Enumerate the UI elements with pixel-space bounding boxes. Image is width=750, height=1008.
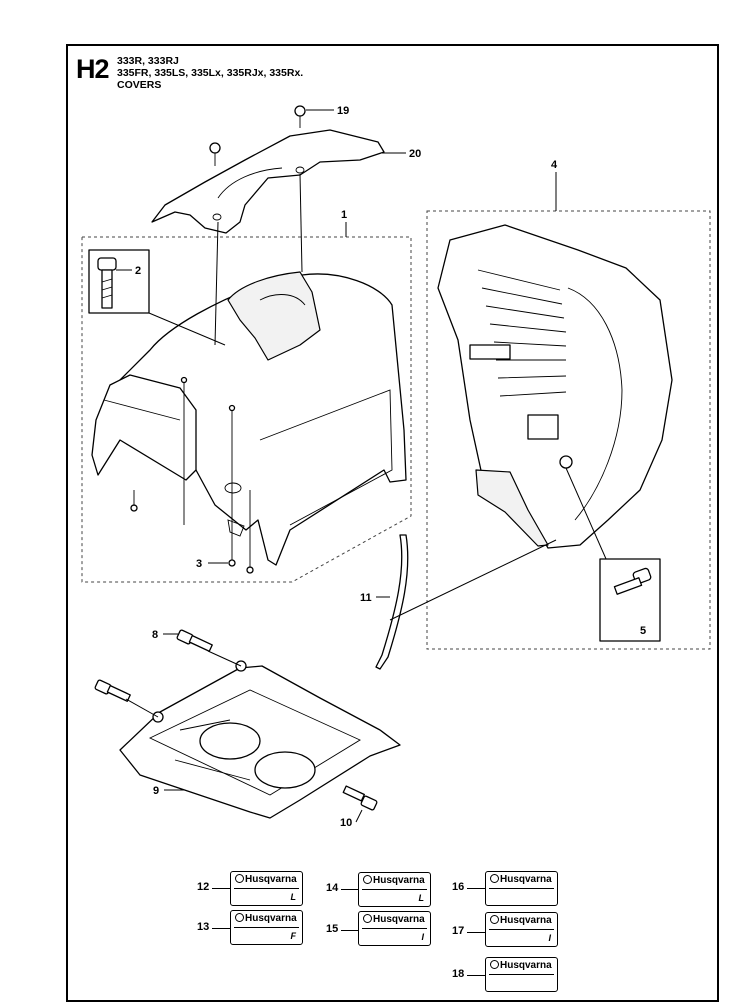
callout-11: 11 — [360, 592, 372, 604]
decal-num-16: 16 — [452, 881, 465, 893]
crown-logo-icon — [235, 913, 244, 922]
part-bolt-2 — [97, 257, 117, 309]
decal-13: Husqvarna F — [230, 910, 303, 945]
part-main-cover — [91, 271, 407, 566]
callout-19: 19 — [337, 105, 349, 117]
part-skid-plate — [119, 660, 401, 819]
decal-14: Husqvarna L — [358, 872, 431, 907]
callout-1: 1 — [341, 209, 347, 221]
detail-box-5 — [599, 558, 661, 642]
callout-8: 8 — [152, 629, 158, 641]
decal-num-14: 14 — [326, 882, 339, 894]
models-line-1: 333R, 333RJ — [117, 55, 179, 67]
callout-20: 20 — [409, 148, 421, 160]
crown-logo-icon — [490, 874, 499, 883]
crown-logo-icon — [363, 914, 372, 923]
page-title: COVERS — [117, 79, 162, 91]
crown-logo-icon — [490, 915, 499, 924]
diagram-frame — [66, 44, 719, 1002]
callout-5: 5 — [640, 625, 646, 637]
part-strip-11 — [375, 534, 409, 670]
decal-15: Husqvarna I — [358, 911, 431, 946]
part-screw-19 — [209, 105, 306, 166]
decal-18: Husqvarna — [485, 957, 558, 992]
part-top-guard — [151, 129, 385, 234]
section-code: H2 — [76, 54, 110, 84]
crown-logo-icon — [235, 874, 244, 883]
callout-9: 9 — [153, 785, 159, 797]
callout-4: 4 — [551, 159, 558, 171]
decal-num-13: 13 — [197, 921, 210, 933]
decal-num-12: 12 — [197, 881, 210, 893]
decal-num-17: 17 — [452, 925, 465, 937]
decal-num-15: 15 — [326, 923, 339, 935]
callout-2: 2 — [135, 265, 141, 277]
crown-logo-icon — [490, 960, 499, 969]
decal-17: Husqvarna I — [485, 912, 558, 947]
callout-10: 10 — [340, 817, 352, 829]
crown-logo-icon — [363, 875, 372, 884]
callout-3: 3 — [196, 558, 202, 570]
decal-16: Husqvarna — [485, 871, 558, 906]
part-cylinder-cover — [437, 224, 673, 549]
decal-12: Husqvarna L — [230, 871, 303, 906]
part-screw-8 — [94, 629, 213, 702]
part-screws-3 — [130, 376, 254, 574]
part-bolt-5 — [613, 567, 652, 595]
part-screw-10 — [342, 785, 378, 811]
models-line-2: 335FR, 335LS, 335Lx, 335RJx, 335Rx. — [117, 67, 304, 79]
decal-num-18: 18 — [452, 968, 465, 980]
